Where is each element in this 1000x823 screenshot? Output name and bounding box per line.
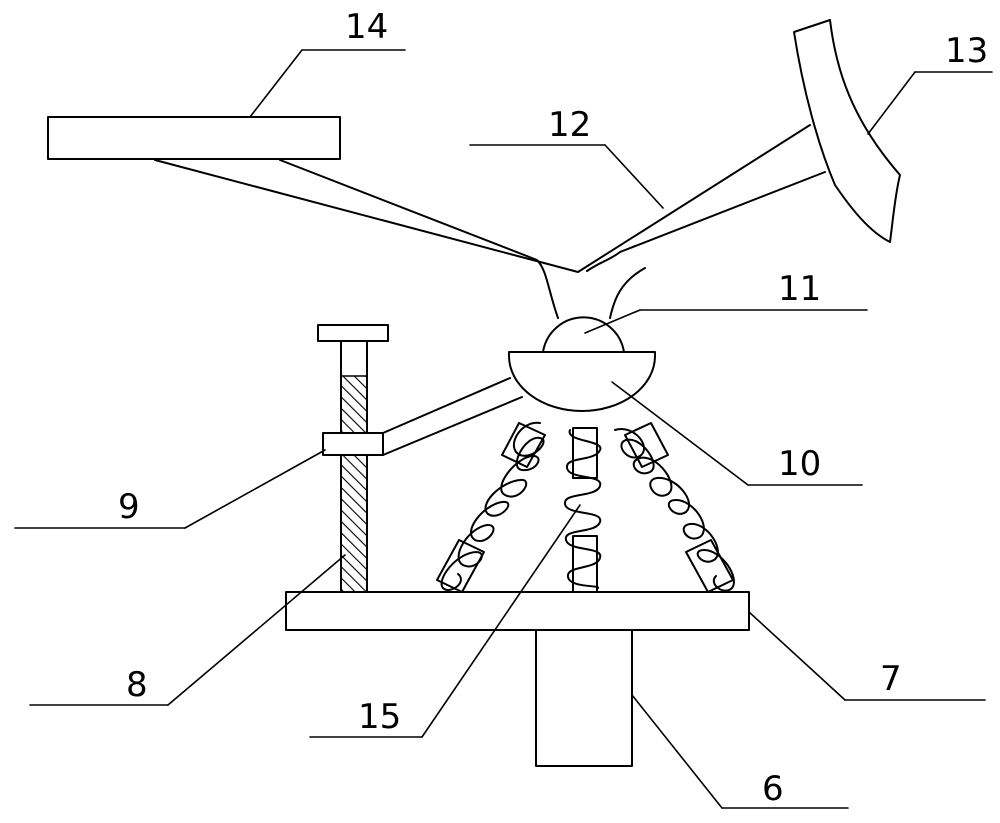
- label-12: 12: [548, 105, 591, 145]
- ball-joint: [542, 316, 625, 353]
- base-plate: [285, 591, 750, 631]
- screw-handle: [317, 324, 389, 342]
- link-arm: [382, 377, 523, 456]
- label-6: 6: [762, 769, 784, 809]
- v-bracket: [154, 124, 826, 319]
- label-7: 7: [880, 659, 902, 699]
- top-plate: [47, 116, 341, 160]
- label-9: 9: [118, 487, 140, 527]
- curved-blade: [793, 19, 901, 243]
- spring-assembly: [436, 421, 735, 593]
- ball-socket: [508, 351, 656, 412]
- leader-lines: [14, 49, 993, 809]
- label-14: 14: [345, 7, 388, 47]
- label-15: 15: [358, 697, 401, 737]
- label-8: 8: [126, 665, 148, 705]
- label-13: 13: [945, 31, 988, 71]
- screw-rod: [317, 324, 389, 593]
- part-labels: 14 13 12 11 10 9 8 15 7 6: [118, 7, 988, 809]
- label-10: 10: [778, 444, 821, 484]
- support-column: [535, 629, 633, 767]
- slider-block: [322, 432, 384, 456]
- label-11: 11: [778, 269, 821, 309]
